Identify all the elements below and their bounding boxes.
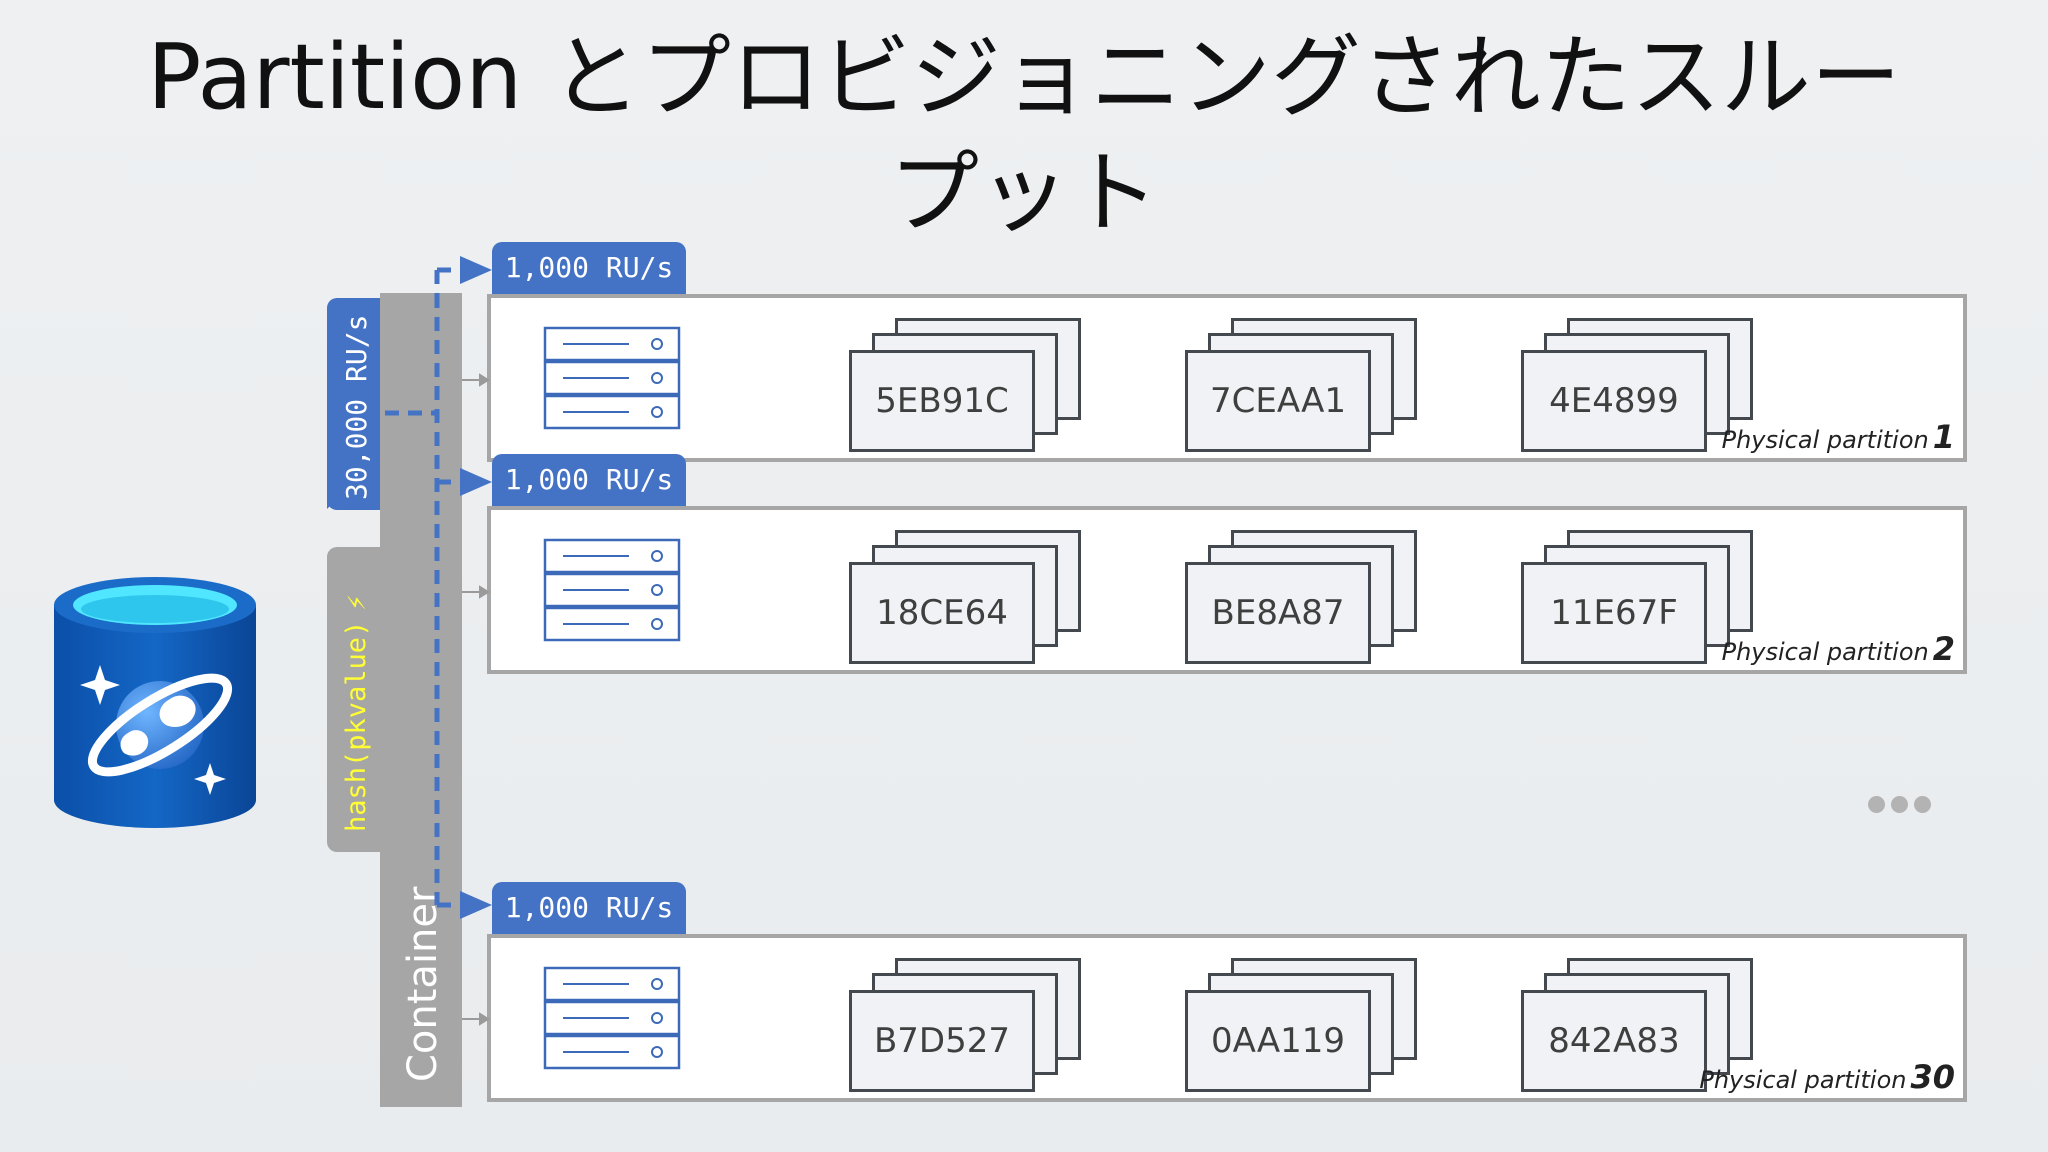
hash-function-bar	[327, 547, 385, 852]
container-bar	[380, 293, 462, 1107]
partition-key-card: 7CEAA1	[1185, 350, 1371, 452]
hash-function-text: hash(pkvalue)	[341, 620, 372, 832]
logical-partition-stack: 5EB91C	[849, 318, 1089, 452]
logical-partition-stack: 11E67F	[1521, 530, 1761, 664]
throughput-bar-fold	[327, 493, 343, 509]
physical-partition-number: 30	[1910, 1058, 1955, 1096]
server-icon	[543, 326, 681, 430]
page-title-line-1: Partition とプロビジョニングされたスルー	[147, 25, 1901, 130]
partition-key-card: 5EB91C	[849, 350, 1035, 452]
page-title-line-2: プット	[889, 141, 1159, 246]
more-partitions-ellipsis	[1868, 796, 1937, 817]
partition-key-card: 0AA119	[1185, 990, 1371, 1092]
logical-partition-stack: B7D527	[849, 958, 1089, 1092]
arrow-head-partition-1	[460, 256, 492, 284]
logical-partition-stack: 18CE64	[849, 530, 1089, 664]
physical-partition-label-text: Physical partition	[1721, 638, 1929, 666]
container-throughput-label: 30,000 RU/s	[340, 314, 373, 500]
server-icon	[543, 538, 681, 642]
partition-2-throughput-tab: 1,000 RU/s	[492, 454, 686, 506]
partition-key-card: 842A83	[1521, 990, 1707, 1092]
partition-30-throughput-tab: 1,000 RU/s	[492, 882, 686, 934]
arrow-head-partition-30	[460, 891, 492, 919]
partition-key-card: B7D527	[849, 990, 1035, 1092]
logical-partition-stack: 0AA119	[1185, 958, 1425, 1092]
arrow-head-partition-2	[460, 468, 492, 496]
physical-partition-label-text: Physical partition	[1721, 426, 1929, 454]
logical-partition-stack: 4E4899	[1521, 318, 1761, 452]
partition-1-throughput-tab: 1,000 RU/s	[492, 242, 686, 294]
logical-partition-stack: 842A83	[1521, 958, 1761, 1092]
page-title: Partition とプロビジョニングされたスルー プット	[0, 20, 2048, 252]
routing-arrows	[462, 373, 490, 1026]
partition-key-card: 18CE64	[849, 562, 1035, 664]
lightning-icon: ⚡	[341, 594, 372, 611]
container-label: Container	[400, 886, 446, 1082]
logical-partition-stack: 7CEAA1	[1185, 318, 1425, 452]
physical-partition-label-text: Physical partition	[1699, 1066, 1907, 1094]
hash-function-label: hash(pkvalue) ⚡	[340, 594, 374, 832]
physical-partition-number: 2	[1932, 630, 1955, 668]
partition-key-card: BE8A87	[1185, 562, 1371, 664]
cosmos-db-icon	[54, 577, 256, 828]
server-icon	[543, 966, 681, 1070]
container-throughput-bar	[327, 298, 385, 510]
partition-key-card: 11E67F	[1521, 562, 1707, 664]
physical-partition-number: 1	[1932, 418, 1955, 456]
partition-key-card: 4E4899	[1521, 350, 1707, 452]
logical-partition-stack: BE8A87	[1185, 530, 1425, 664]
